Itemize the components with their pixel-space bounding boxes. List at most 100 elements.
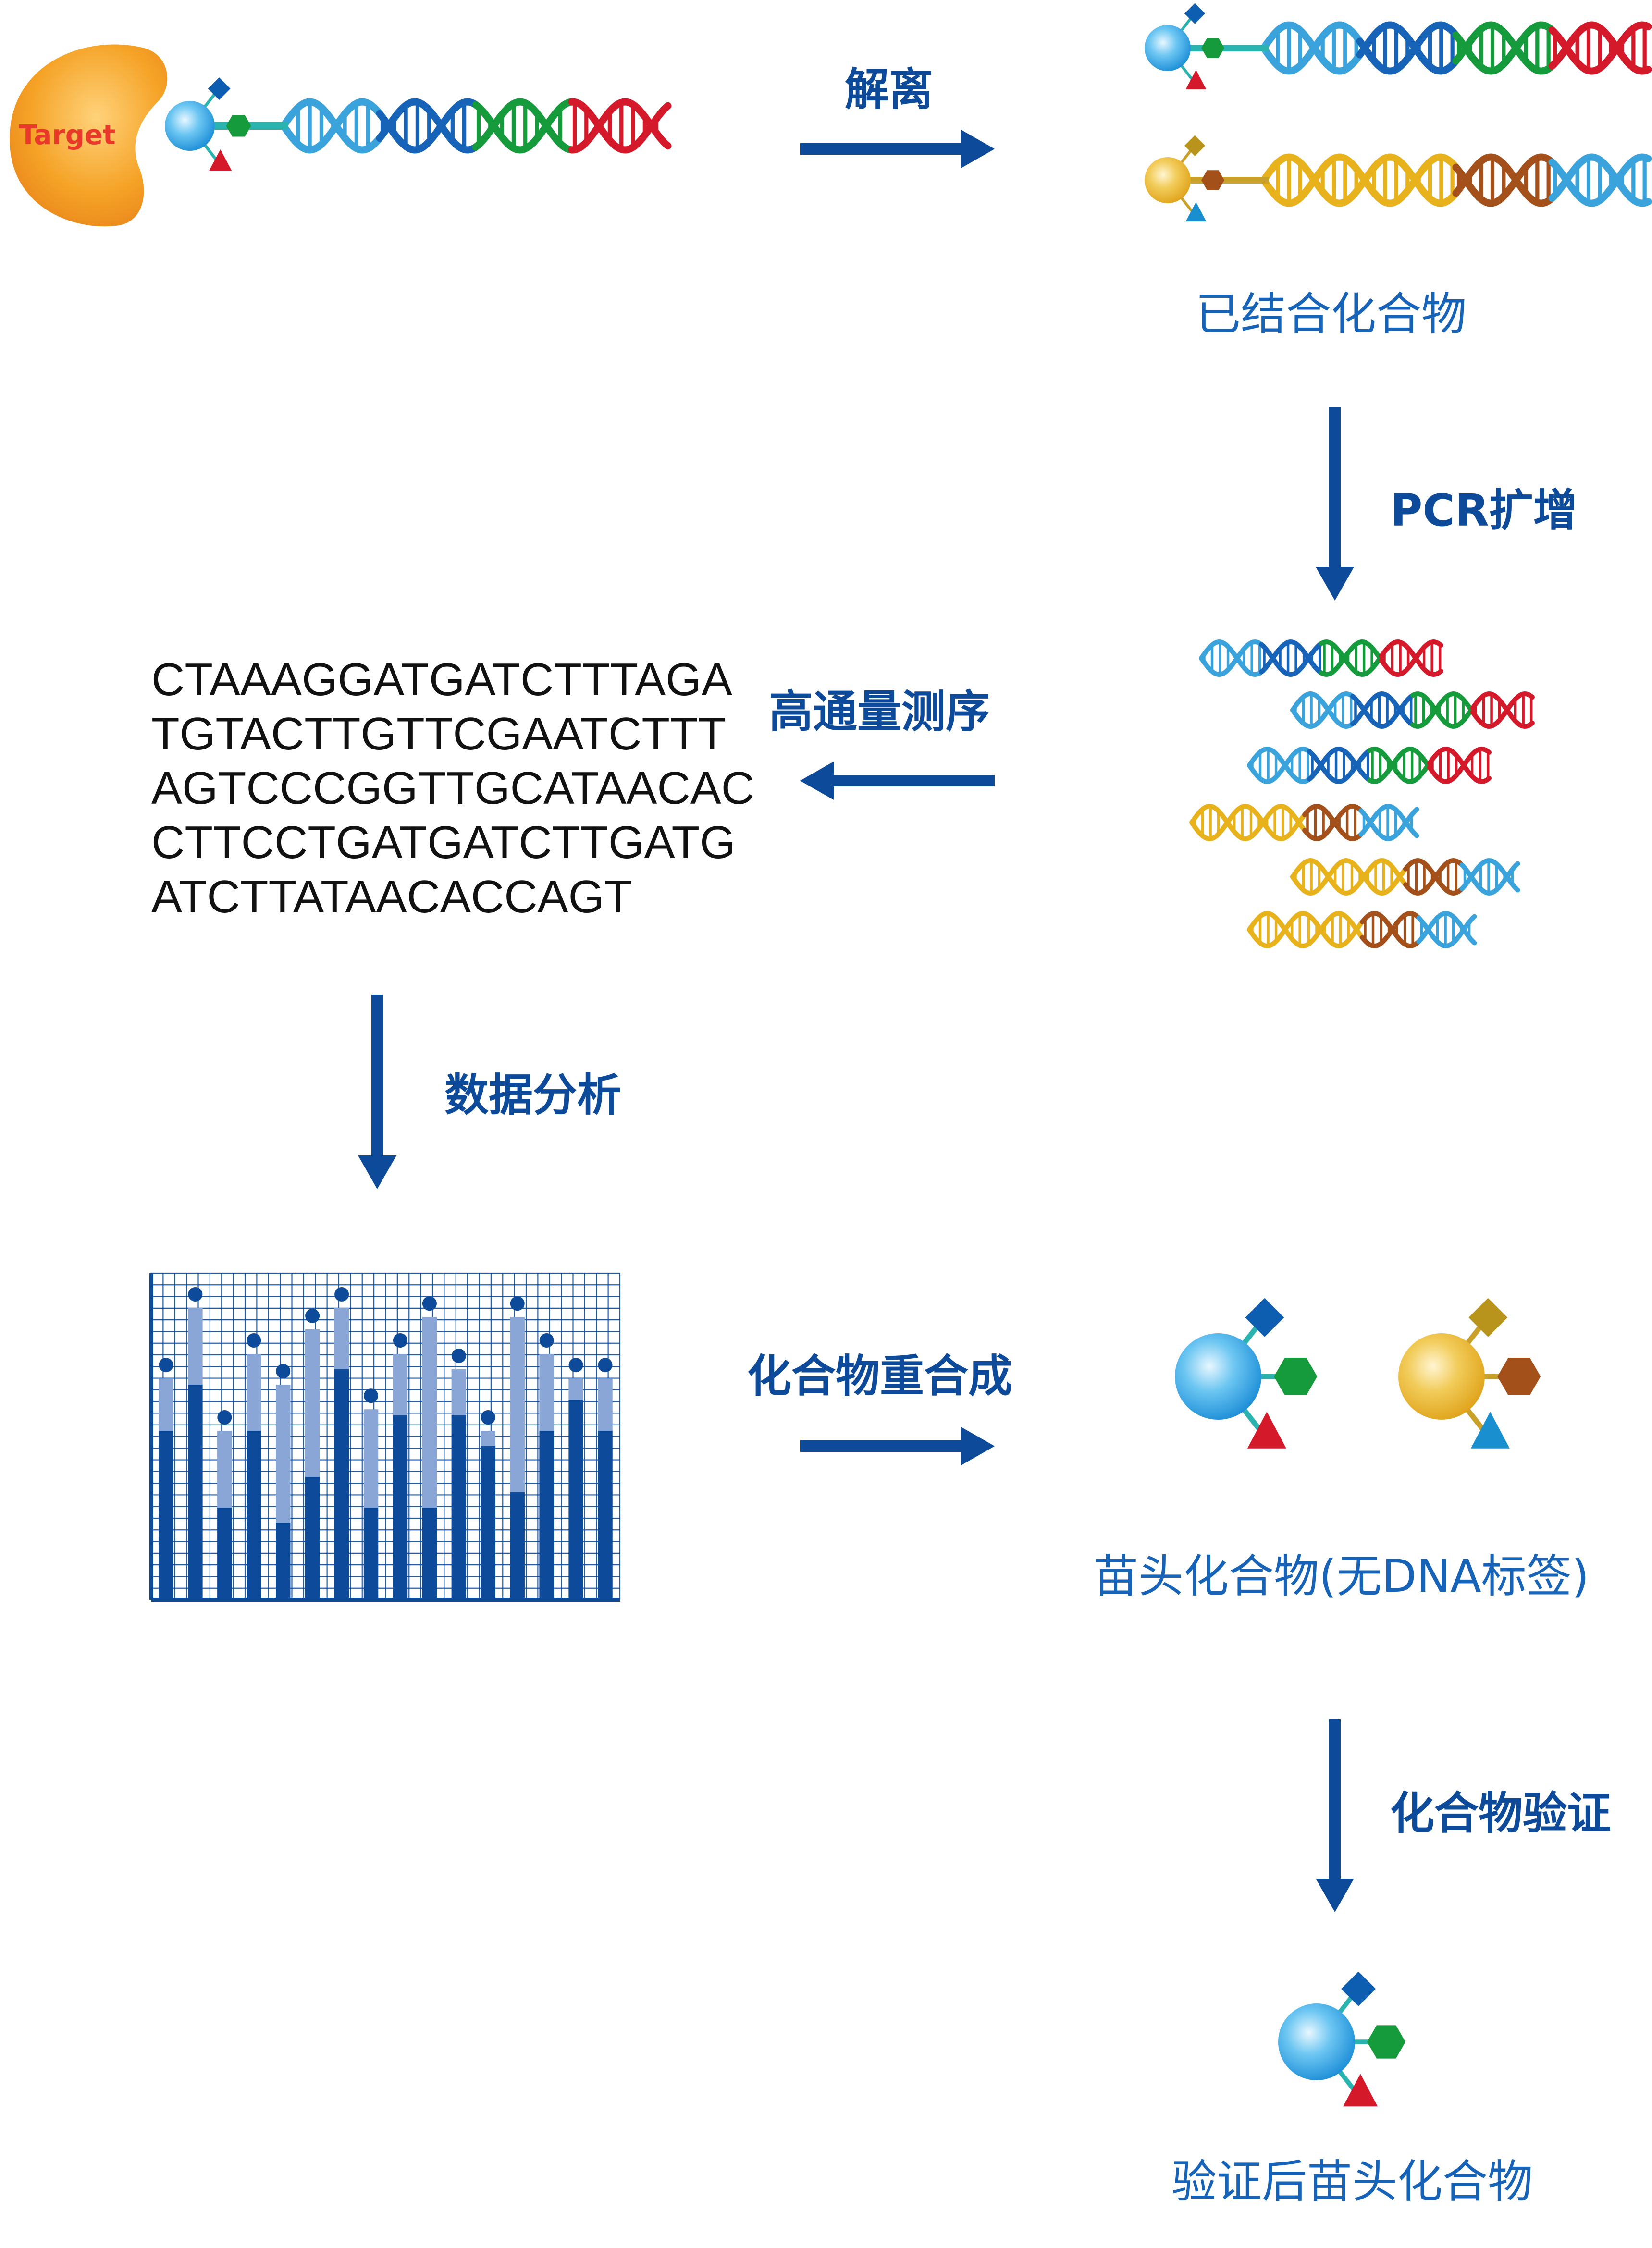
step-sequencing-label: 高通量测序	[769, 686, 990, 737]
dna-strand	[472, 98, 576, 154]
dna-strand	[1452, 21, 1556, 75]
bar-dot	[598, 1358, 613, 1373]
bar-dark	[305, 1477, 320, 1600]
step-analysis-label: 数据分析	[444, 1069, 622, 1121]
bar-dark	[275, 1523, 291, 1600]
dna-strand	[376, 98, 480, 154]
dna-strand	[1548, 21, 1652, 75]
triangle-substituent	[1185, 202, 1207, 222]
dna-strand	[1189, 803, 1250, 842]
dna-strand	[1245, 804, 1307, 842]
validated-hits-caption: 验证后苗头化合物	[1171, 2156, 1533, 2208]
pcr-amplicon-3	[1247, 746, 1492, 785]
arrow-dissociate	[800, 130, 995, 168]
dna-strand	[1303, 910, 1364, 948]
dna-strand	[1260, 153, 1364, 207]
dna-strand	[1356, 153, 1460, 207]
hexagon-substituent	[1274, 1358, 1318, 1395]
dna-strand	[1319, 639, 1383, 677]
bar-light	[481, 1431, 496, 1446]
compound-core	[1398, 1333, 1485, 1420]
dna-strand	[1416, 914, 1477, 949]
dna-strand	[376, 98, 480, 154]
bar-dark	[451, 1415, 467, 1600]
bar-dark	[422, 1508, 437, 1600]
dna-strand	[1356, 153, 1460, 207]
triangle-substituent	[1343, 2074, 1378, 2107]
bar-light	[188, 1308, 203, 1385]
compound-core	[1145, 25, 1191, 71]
dna-strand	[1410, 691, 1475, 729]
arrow-analysis	[358, 995, 396, 1189]
arrow-sequencing-head	[800, 762, 834, 800]
bound-compounds-caption: 已结合化合物	[1196, 288, 1467, 341]
bar-light	[247, 1354, 261, 1431]
sequence-line: TGTACTTGTTCGAATCTTT	[151, 708, 727, 760]
target-protein	[10, 44, 168, 227]
dna-strand	[1350, 693, 1415, 729]
dna-strand	[1360, 910, 1420, 948]
dna-strand	[1427, 746, 1492, 784]
dna-strand	[1189, 803, 1250, 842]
bar-light	[393, 1354, 408, 1415]
dna-strand	[280, 98, 383, 154]
dna-strand	[1302, 804, 1363, 842]
dna-strand	[280, 98, 383, 154]
dna-strand	[1379, 639, 1443, 677]
dna-strand	[1367, 746, 1431, 784]
dna-strand	[1356, 21, 1460, 75]
bar-dot	[159, 1358, 173, 1373]
diamond-substituent	[1184, 135, 1206, 156]
sequencing-reads: CTAAAGGATGATCTTTAGA TGTACTTGTTCGAATCTTT …	[151, 652, 754, 924]
target-label: Target	[19, 120, 115, 151]
pcr-amplicon-1	[1199, 639, 1443, 677]
dna-strand	[1350, 691, 1415, 727]
dna-strand	[1470, 691, 1535, 729]
bar-light	[275, 1385, 291, 1523]
bar-dot	[393, 1333, 407, 1348]
dna-strand	[1290, 691, 1355, 729]
sequence-line: ATCTTATAACACCAGT	[151, 871, 632, 922]
bar-dot	[510, 1296, 525, 1311]
dna-strand	[1245, 803, 1307, 841]
released-blue-compound	[1145, 3, 1224, 90]
dna-strand	[1346, 859, 1407, 896]
bar-dark	[393, 1415, 408, 1600]
bar-dot	[539, 1333, 554, 1348]
bar-light	[451, 1369, 467, 1415]
arrow-resynthesis-head	[961, 1427, 995, 1465]
diamond-substituent	[1184, 3, 1206, 24]
diamond-substituent	[208, 77, 231, 100]
bar-light	[217, 1431, 232, 1508]
bar-light	[539, 1354, 554, 1431]
dna-strand	[1247, 746, 1311, 785]
bar-dark	[568, 1400, 583, 1600]
step-dissociate-label: 解离	[845, 64, 934, 115]
dna-strand	[1259, 639, 1323, 676]
bar-dot	[364, 1388, 379, 1403]
dna-strand	[1358, 807, 1419, 842]
released-gold-dna	[1260, 153, 1652, 207]
dna-strand	[1260, 153, 1364, 207]
dna-strand	[1319, 639, 1383, 677]
dna-strand	[1548, 153, 1652, 207]
compound-core	[1175, 1333, 1261, 1420]
step-resynthesis-label: 化合物重合成	[747, 1351, 1013, 1402]
hit-compound-blue	[1175, 1298, 1318, 1449]
hit-compound-gold	[1398, 1298, 1541, 1449]
bar-dark	[159, 1431, 173, 1600]
released-gold-compound	[1145, 135, 1224, 222]
compound-core	[165, 101, 215, 151]
dna-strand	[1290, 858, 1351, 896]
pcr-amplicon-2	[1290, 691, 1535, 729]
dna-strand	[1199, 639, 1263, 677]
dna-strand	[1403, 858, 1464, 896]
arrow-sequencing	[800, 762, 995, 800]
step-pcr-label: PCR扩增	[1390, 485, 1578, 536]
hexagon-substituent	[1201, 170, 1224, 190]
triangle-substituent	[1470, 1412, 1510, 1449]
bar-light	[598, 1378, 613, 1431]
bar-dark	[334, 1369, 349, 1600]
dna-strand	[1290, 691, 1355, 729]
